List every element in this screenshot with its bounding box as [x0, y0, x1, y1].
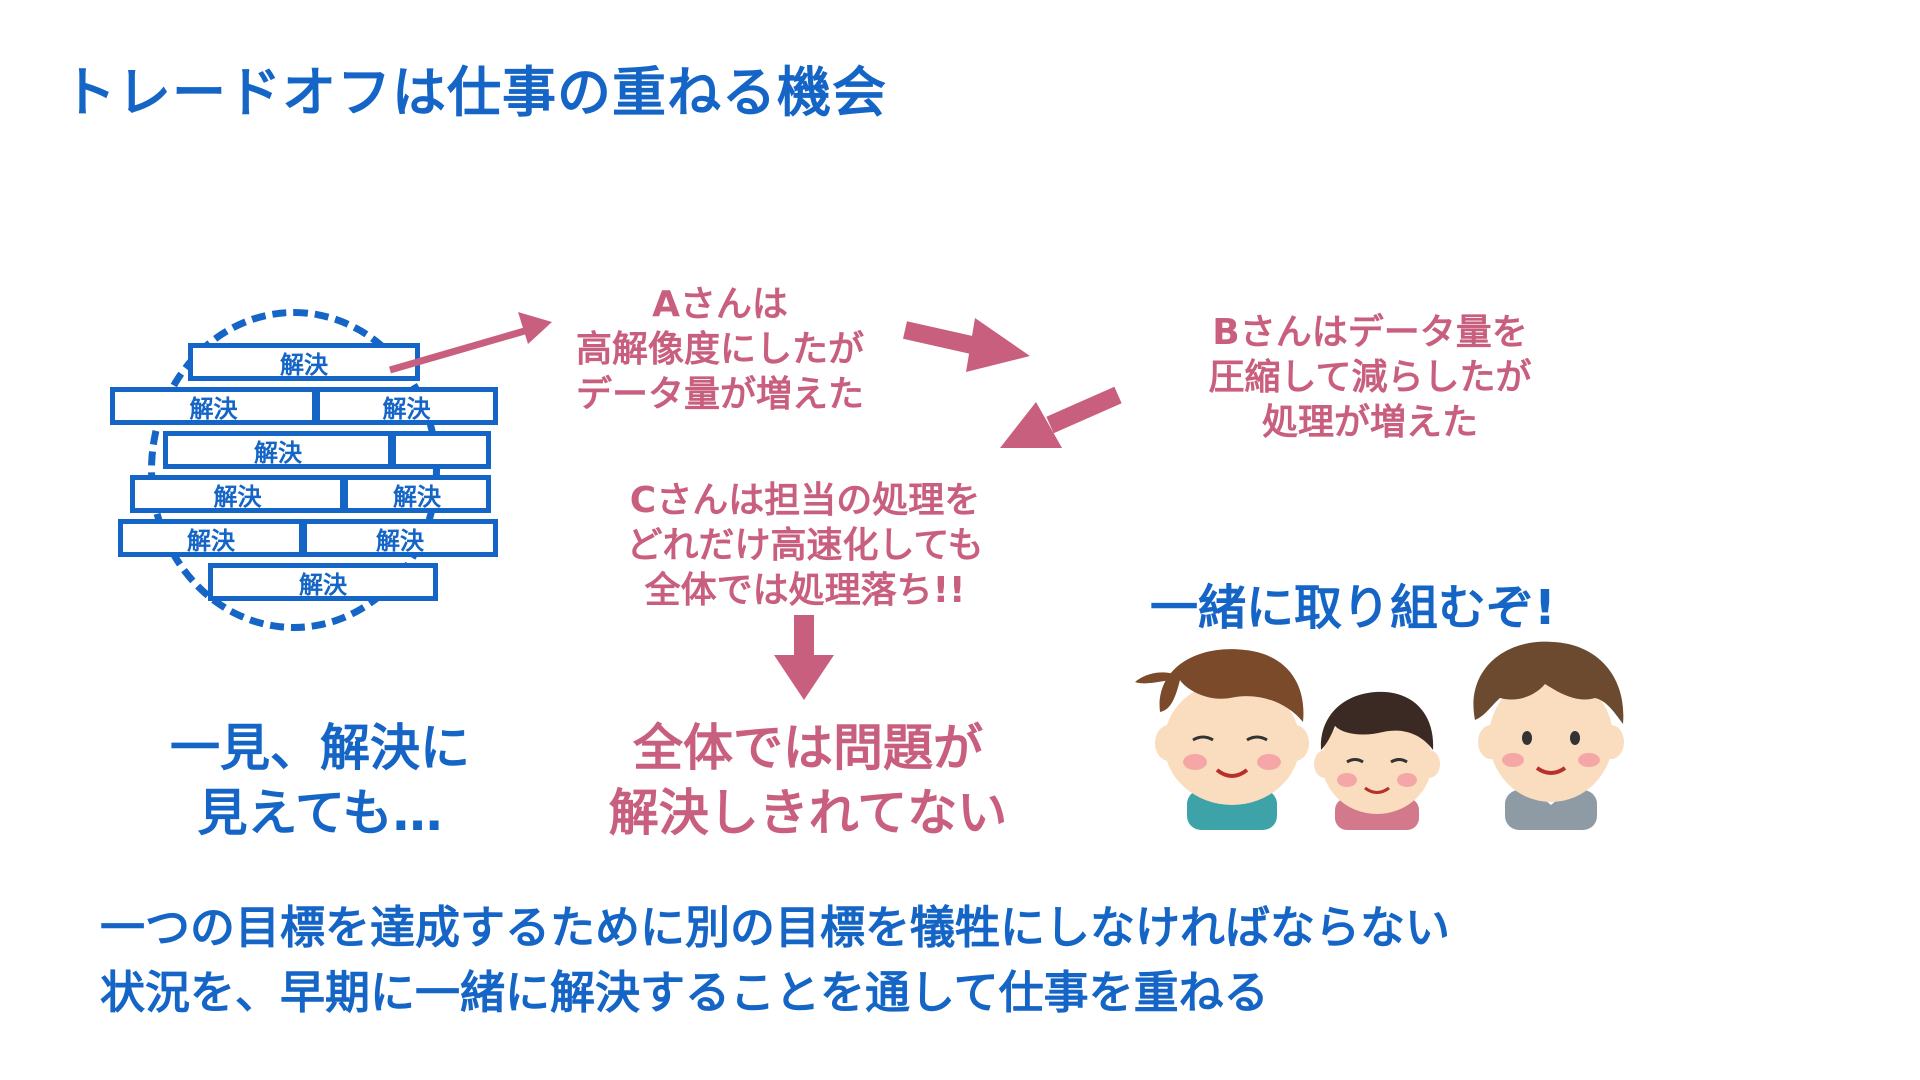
left-caption-line: 一見、解決に [170, 719, 470, 777]
brick: 解決 [163, 431, 393, 469]
left-caption-line: 見えても… [197, 784, 443, 842]
brick: 解決 [343, 475, 491, 513]
person-2-icon [1314, 691, 1440, 830]
page-title: トレードオフは仕事の重ねる機会 [62, 61, 887, 124]
step-a-text: Aさんは 高解像度にしたが データ量が増えた [560, 282, 880, 417]
team-caption: 一緒に取り組むぞ! [1150, 580, 1556, 636]
arrow-c-to-result [794, 615, 814, 660]
step-c-text: Cさんは担当の処理を どれだけ高速化しても 全体では処理落ち!! [600, 478, 1010, 613]
step-b-text: Bさんはデータ量を 圧縮して減らしたが 処理が増えた [1180, 310, 1560, 445]
person-3-icon [1473, 641, 1624, 830]
dashed-circle [148, 309, 440, 631]
left-caption: 一見、解決に 見えても… [130, 716, 510, 846]
step-c-line: どれだけ高速化しても [626, 525, 984, 566]
brick: 解決 [130, 475, 345, 513]
step-a-line: データ量が増えた [575, 374, 864, 415]
brick-blank [391, 431, 491, 469]
brick: 解決 [110, 387, 317, 425]
result-line: 解決しきれてない [608, 784, 1008, 842]
arrow-head-b-to-c [1000, 402, 1062, 448]
bottom-message-line: 一つの目標を達成するために別の目標を犠牲にしなければならない [100, 901, 1451, 954]
arrow-head-c-to-result [774, 655, 834, 700]
person-1-icon [1135, 649, 1309, 830]
brick: 解決 [315, 387, 498, 425]
result-text: 全体では問題が 解決しきれてない [578, 716, 1038, 846]
arrow-wall-to-a [389, 326, 529, 374]
step-a-line: 高解像度にしたが [575, 329, 864, 370]
step-c-line: Cさんは担当の処理を [629, 480, 981, 521]
brick-wall-illustration: 解決 解決 解決 解決 解決 解決 解決 解決 解決 [108, 305, 508, 650]
bottom-message: 一つの目標を達成するために別の目標を犠牲にしなければならない 状況を、早期に一緒… [100, 895, 1450, 1026]
arrow-head-wall-to-a [518, 312, 552, 344]
team-illustration [1135, 641, 1624, 830]
brick: 解決 [188, 343, 420, 381]
arrow-head-a-to-b [966, 318, 1030, 372]
step-b-line: 処理が増えた [1261, 402, 1478, 443]
brick: 解決 [208, 563, 438, 601]
step-c-line: 全体では処理落ち!! [644, 570, 966, 611]
brick: 解決 [302, 519, 498, 557]
step-b-line: 圧縮して減らしたが [1208, 357, 1532, 398]
step-a-line: Aさんは [652, 284, 788, 325]
bottom-message-line: 状況を、早期に一緒に解決することを通して仕事を重ねる [100, 966, 1269, 1020]
result-line: 全体では問題が [633, 719, 983, 777]
step-b-line: Bさんはデータ量を [1212, 312, 1528, 353]
arrow-b-to-c [1046, 386, 1122, 434]
brick: 解決 [118, 519, 304, 557]
